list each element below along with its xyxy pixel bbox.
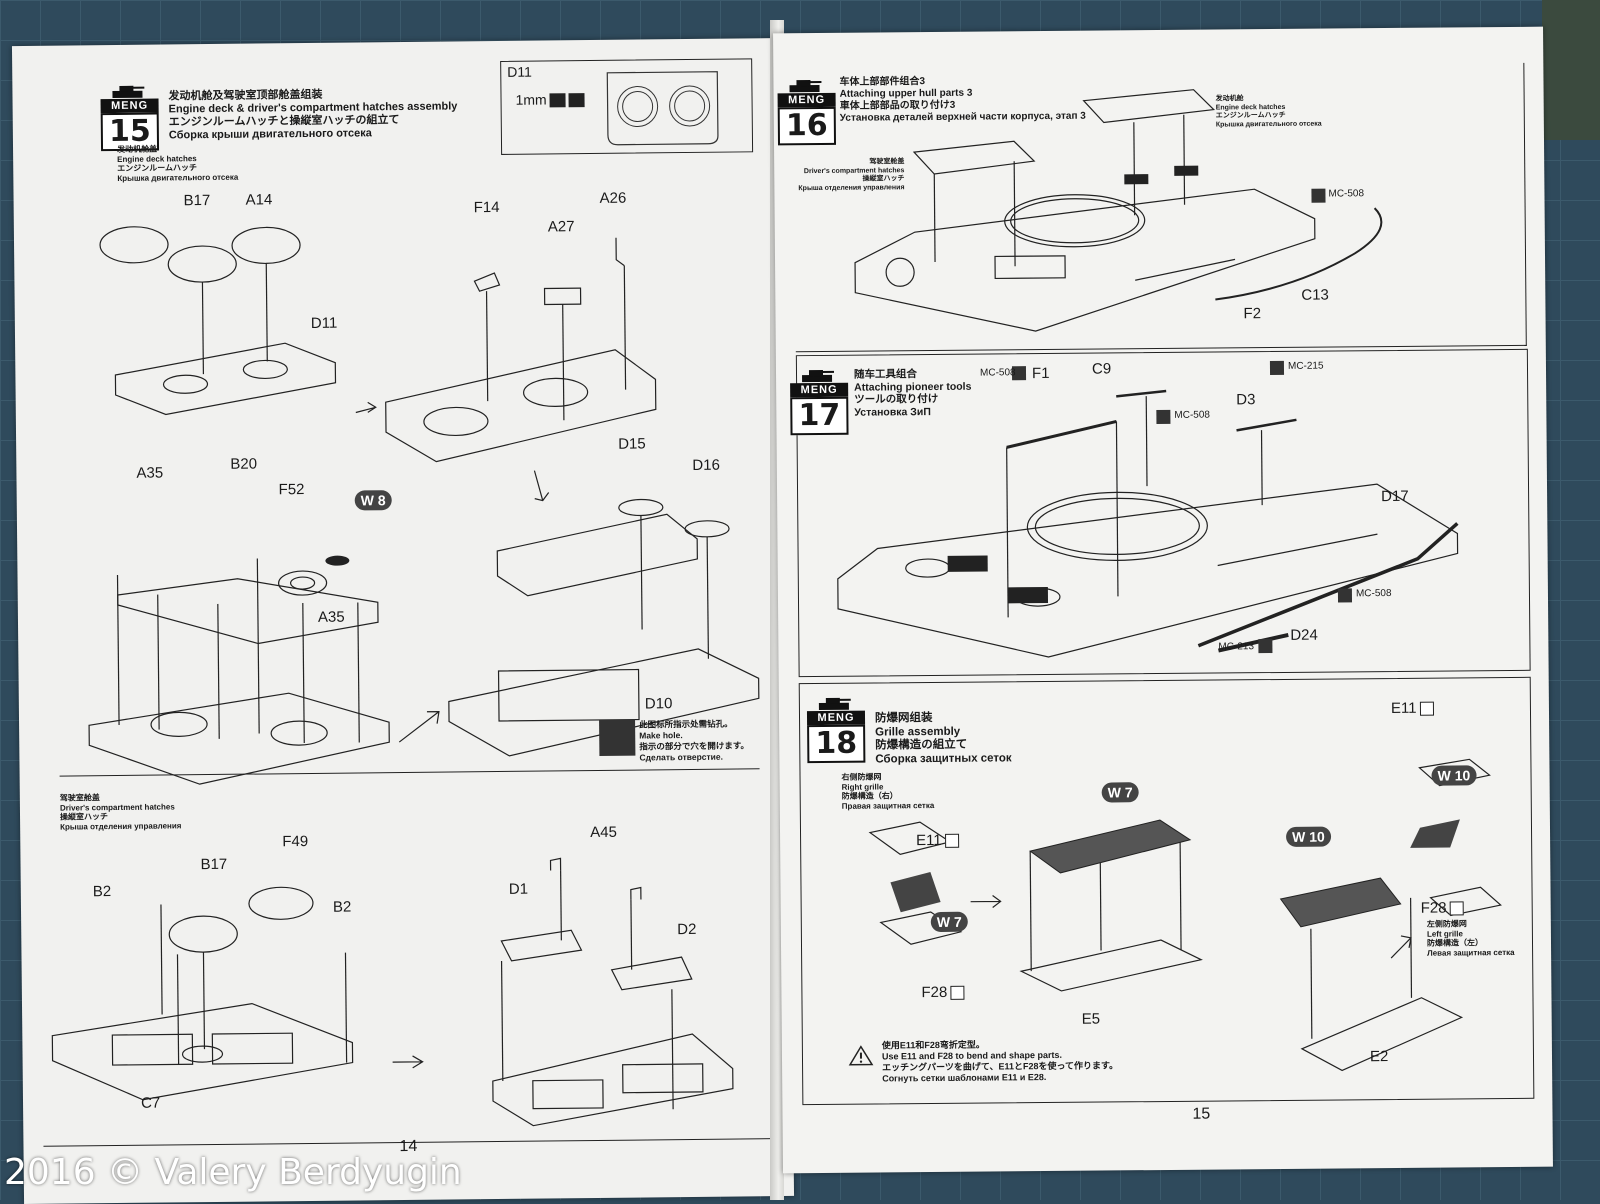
cut-tool-icon xyxy=(550,94,566,108)
part-label: A35 xyxy=(318,609,345,626)
part-label: E5 xyxy=(1082,1011,1101,1028)
flip-icon xyxy=(569,93,585,107)
lower-section-frame xyxy=(40,778,784,1147)
part-label: D15 xyxy=(618,435,646,452)
note-ru: Сделать отверстие. xyxy=(639,751,749,763)
glue-icon xyxy=(1311,189,1325,203)
brand-label: MENG xyxy=(807,711,865,726)
glue-icon xyxy=(1270,361,1284,375)
inset-part-label: D11 xyxy=(507,64,532,80)
grille-assembly-drawing xyxy=(859,697,1522,1083)
part-label: C13 xyxy=(1301,287,1329,304)
engine-hatches-header: 发动机舱盖 Engine deck hatches エンジンルームハッチ Кры… xyxy=(117,144,238,183)
drill-note: 此图标所指示处需钻孔。 Make hole. 指示の部分で穴を開けます。 Сде… xyxy=(639,718,749,763)
part-label-e11-left: E11 xyxy=(1391,700,1434,717)
part-label-e11: E11 xyxy=(916,832,959,849)
part-label: A27 xyxy=(548,218,575,235)
part-label: D16 xyxy=(692,457,720,474)
photo-credit-watermark: 2016 © Valery Berdyugin xyxy=(4,1152,462,1193)
part-label-text: E11 xyxy=(1391,700,1417,717)
step-16-logo: MENG 16 xyxy=(777,77,838,146)
glue-label: MC-215 xyxy=(1288,361,1324,372)
template-icon xyxy=(1419,702,1433,716)
part-label: B20 xyxy=(230,456,257,473)
page-left: MENG 15 发动机舱及驾驶室顶部舱盖组装 Engine deck & dri… xyxy=(12,38,794,1204)
glue-icon xyxy=(1258,639,1272,653)
glue-label: MC-213 xyxy=(1218,641,1254,652)
background-object xyxy=(1542,0,1600,140)
part-label: F2 xyxy=(1243,305,1261,322)
part-label: D24 xyxy=(1290,627,1318,644)
part-label: D10 xyxy=(645,695,673,712)
part-label: A14 xyxy=(245,191,272,208)
part-label: F52 xyxy=(279,481,305,498)
step-15-logo: MENG 15 xyxy=(100,83,161,152)
part-label: A35 xyxy=(136,465,163,482)
part-label-text: F28 xyxy=(1421,900,1447,917)
part-label: F1 xyxy=(1032,365,1050,382)
part-label: E2 xyxy=(1370,1048,1389,1065)
glue-icon xyxy=(1156,410,1170,424)
brand-label: MENG xyxy=(778,93,836,108)
part-label: A26 xyxy=(599,190,626,207)
pioneer-tools-drawing xyxy=(816,363,1519,669)
glue-label: MC-508 xyxy=(1328,188,1364,199)
glue-label: MC-508 xyxy=(1174,410,1210,421)
note-jp: 指示の部分で穴を開けます。 xyxy=(639,740,749,752)
part-label: D11 xyxy=(311,315,338,332)
part-label: F14 xyxy=(474,199,500,216)
inset-size: 1mm xyxy=(515,91,584,108)
note-cn: 此图标所指示处需钻孔。 xyxy=(639,718,749,730)
step-number: 16 xyxy=(778,107,836,146)
glue-icon xyxy=(1338,588,1352,602)
part-label: B17 xyxy=(183,192,210,209)
tank-icon xyxy=(817,695,851,711)
etch-badge: W 10 xyxy=(1431,765,1476,785)
inset-size-text: 1mm xyxy=(515,91,546,107)
warning-icon xyxy=(848,1045,874,1067)
part-label-text: E11 xyxy=(916,832,942,849)
page-number: 15 xyxy=(1192,1106,1210,1124)
tank-icon xyxy=(110,83,144,99)
etch-badge: W 10 xyxy=(1286,827,1331,847)
glue-label: MC-508 xyxy=(980,367,1016,378)
note-ru: Согнуть сетки шаблонами E11 и E28. xyxy=(882,1071,1118,1084)
template-icon xyxy=(945,834,959,848)
page-right: MENG 16 车体上部部件组合3 Attaching upper hull p… xyxy=(773,27,1553,1174)
step-number: 18 xyxy=(807,725,865,764)
subhdr-ru: Крышка двигательного отсека xyxy=(117,172,238,183)
part-label-text: F28 xyxy=(921,984,947,1001)
brand-label: MENG xyxy=(101,99,159,114)
etch-badge: W 8 xyxy=(355,490,392,510)
part-label: C9 xyxy=(1092,360,1111,377)
template-icon xyxy=(950,986,964,1000)
drill-icon xyxy=(599,720,635,756)
d11-inset-box: D11 1mm xyxy=(500,58,753,155)
part-label-f28-left: F28 xyxy=(1421,899,1464,916)
title-ru: Сборка крыши двигательного отсека xyxy=(169,126,458,142)
part-label: D3 xyxy=(1236,391,1255,408)
bending-note: 使用E11和F28弯折定型。 Use E11 and F28 to bend a… xyxy=(882,1038,1118,1084)
etch-badge: W 7 xyxy=(931,912,968,932)
glue-label: MC-508 xyxy=(1356,588,1392,599)
part-label: D17 xyxy=(1381,488,1409,505)
d11-part-drawing xyxy=(597,64,728,149)
part-label-f28: F28 xyxy=(921,984,964,1001)
template-icon xyxy=(1450,901,1464,915)
tank-icon xyxy=(787,77,821,93)
step-15-title: 发动机舱及驾驶室顶部舱盖组装 Engine deck & driver's co… xyxy=(168,87,457,142)
etch-badge: W 7 xyxy=(1102,782,1139,802)
